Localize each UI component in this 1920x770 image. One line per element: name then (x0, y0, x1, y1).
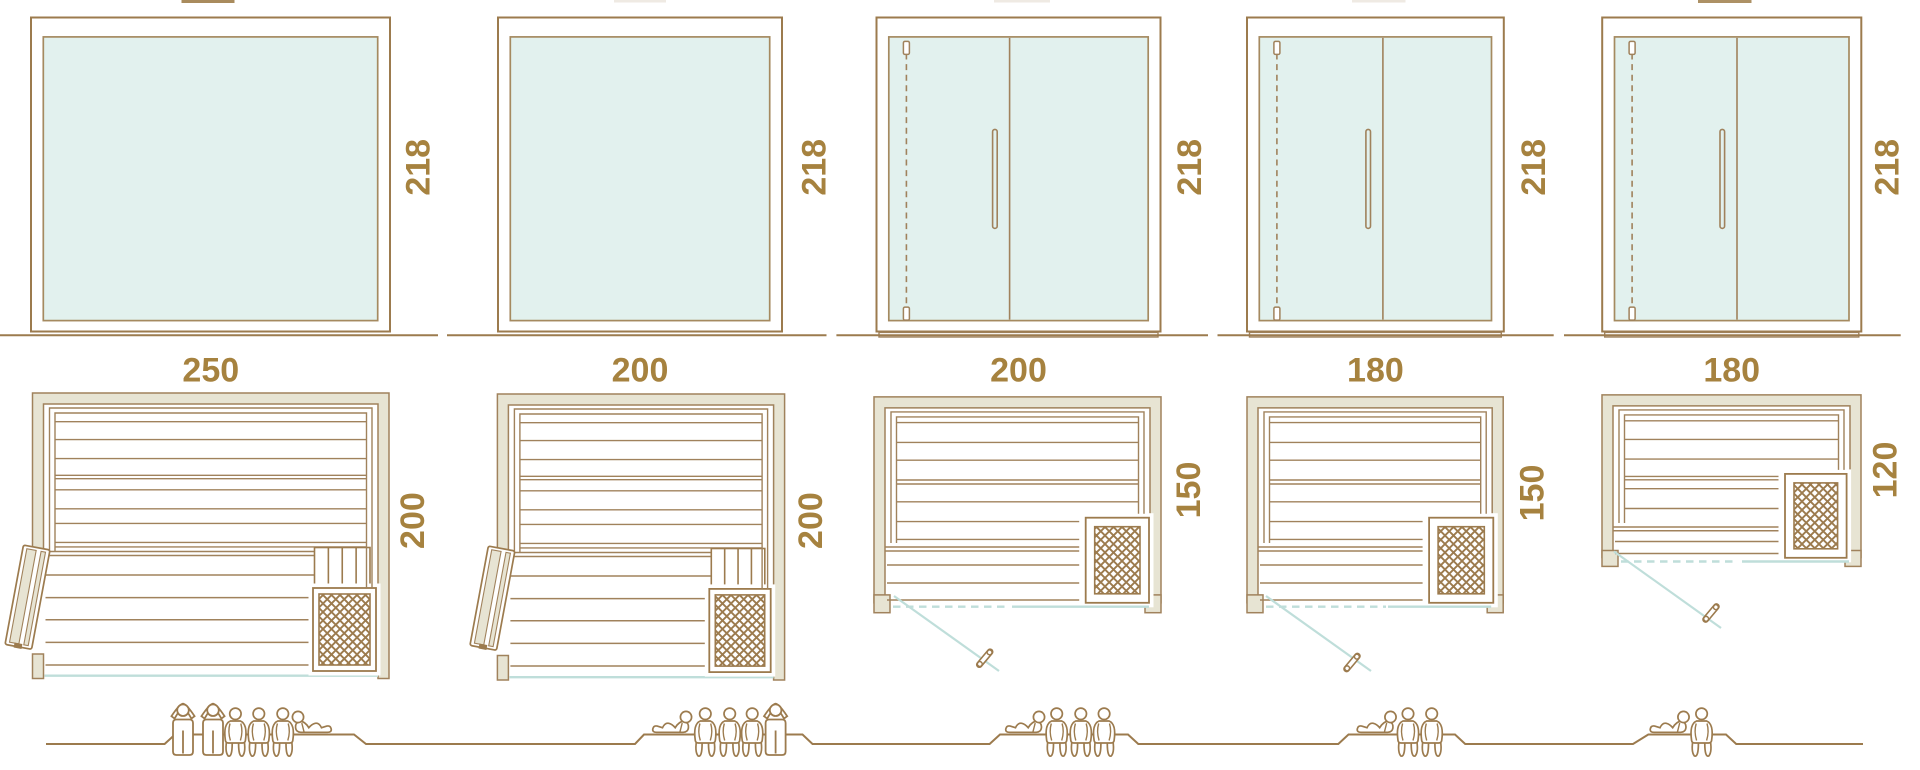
svg-text:200: 200 (394, 492, 432, 549)
svg-text:150: 150 (1513, 465, 1551, 522)
svg-text:250: 250 (182, 351, 239, 389)
svg-text:200: 200 (792, 492, 830, 549)
svg-text:218: 218 (795, 139, 833, 196)
svg-text:180: 180 (1347, 351, 1404, 389)
svg-text:180: 180 (1703, 351, 1760, 389)
svg-text:200: 200 (612, 351, 669, 389)
svg-text:218: 218 (1171, 139, 1209, 196)
svg-text:120: 120 (1866, 442, 1904, 499)
svg-text:200: 200 (990, 351, 1047, 389)
svg-text:218: 218 (399, 139, 437, 196)
svg-text:218: 218 (1515, 139, 1553, 196)
svg-text:218: 218 (1868, 139, 1906, 196)
svg-text:150: 150 (1170, 462, 1208, 519)
